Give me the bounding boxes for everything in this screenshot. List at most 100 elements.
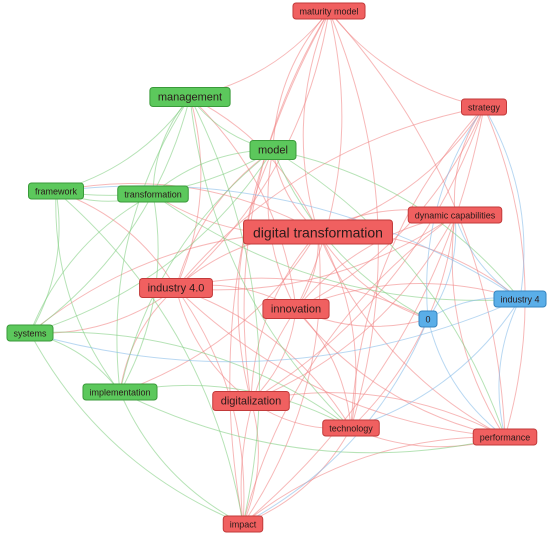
edge-maturity_model-technology [328,10,379,429]
node-box [493,290,547,308]
edge-maturity_model-management [189,10,330,98]
edge-digital_transformation-maturity_model [302,10,330,233]
edge-industry_4-systems [29,298,521,363]
edge-industry_4-technology [350,298,521,429]
node-framework[interactable]: framework [27,182,85,200]
node-label: systems [13,329,47,339]
node-technology[interactable]: technology [322,419,380,437]
edge-model-zero [272,149,429,320]
node-impact[interactable]: impact [222,515,264,533]
edge-maturity_model-strategy [328,10,485,108]
edge-transformation-systems [29,193,154,334]
node-label: technology [329,424,373,434]
edge-industry_4_0-management [175,96,202,289]
node-label: implementation [89,388,150,398]
node-strategy[interactable]: strategy [460,98,508,116]
node-label: transformation [124,190,182,200]
edge-industry_4-strategy [483,106,525,300]
edge-digitalization-dynamic_capabilities [250,214,456,402]
edge-innovation-strategy [295,106,485,310]
edge-model-industry_4 [272,149,521,300]
edge-industry_4_0-performance [175,287,506,438]
edge-strategy-performance [483,106,526,438]
node-zero[interactable]: 0 [418,310,438,328]
node-label: digital transformation [253,225,383,241]
edge-systems-impact [29,332,244,525]
node-industry-4[interactable]: industry 4 [493,290,547,308]
edge-model-performance [272,149,506,438]
edge-management-systems [29,96,191,334]
edge-management-technology [189,96,352,429]
node-implementation[interactable]: implementation [82,383,158,401]
edge-industry_4_0-strategy [175,106,485,289]
edge-management-transformation [152,96,191,195]
node-digital-transformation[interactable]: digital transformation [243,219,393,245]
edge-implementation-performance [119,391,506,454]
edge-layer [29,10,526,525]
node-box [82,383,158,401]
edge-dynamic_capabilities-performance [451,214,506,438]
edge-systems-implementation [29,332,121,393]
node-model[interactable]: model [249,140,297,160]
node-layer: maturity model strategy dynamic capabiliti… [6,2,547,533]
edge-systems-technology [29,331,352,429]
node-performance[interactable]: performance [472,428,538,446]
node-label: digitalization [221,396,282,408]
edge-management-impact [189,96,260,525]
node-label: framework [35,187,78,197]
edge-innovation-maturity_model [295,10,343,310]
edge-zero-performance [427,318,506,438]
node-label: model [258,145,288,157]
edge-zero-dynamic_capabilities [427,214,457,320]
edge-management-framework [55,96,191,192]
edge-digitalization-impact [242,400,259,525]
edge-digital_transformation-technology [317,231,357,429]
node-box [27,182,85,200]
node-label: maturity model [299,7,358,17]
node-digitalization[interactable]: digitalization [212,391,290,411]
edge-zero-impact [242,318,429,525]
node-systems[interactable]: systems [6,324,54,342]
node-label: dynamic capabilities [415,211,496,221]
edge-digital_transformation-framework [55,182,319,233]
edge-industry_4_0-maturity_model [175,10,330,289]
node-label: impact [230,520,257,530]
node-box [212,391,290,411]
edge-transformation-industry_4 [152,193,521,301]
edge-maturity_model-impact [229,10,330,525]
edge-digital_transformation-implementation [119,231,319,393]
edge-digital_transformation-impact [242,231,321,525]
edge-innovation-technology [295,308,352,429]
edge-innovation-management [189,96,297,310]
edge-framework-impact [55,190,244,525]
edge-dynamic_capabilities-impact [242,214,456,525]
node-industry-4-0[interactable]: industry 4.0 [139,278,213,298]
node-label: management [158,92,222,104]
node-box [460,98,508,116]
edge-implementation-impact [119,391,244,525]
node-box [249,140,297,160]
node-management[interactable]: management [149,87,231,107]
node-box [243,219,393,245]
node-box [6,324,54,342]
node-box [262,299,330,319]
edge-management-implementation [116,96,191,393]
node-box [322,419,380,437]
edge-innovation-impact [240,308,297,525]
node-box [139,278,213,298]
node-label: innovation [271,304,321,316]
node-box [149,87,231,107]
node-dynamic-capabilities[interactable]: dynamic capabilities [407,206,503,224]
node-label: performance [480,433,531,443]
node-innovation[interactable]: innovation [262,299,330,319]
node-transformation[interactable]: transformation [117,185,189,203]
edge-dynamic_capabilities-technology [350,214,456,429]
edge-model-systems [29,149,274,334]
edge-digital_transformation-performance [317,231,506,438]
edge-digitalization-maturity_model [243,10,330,402]
node-maturity-model[interactable]: maturity model [292,2,366,20]
node-box [117,185,189,203]
edge-innovation-performance [295,308,506,438]
